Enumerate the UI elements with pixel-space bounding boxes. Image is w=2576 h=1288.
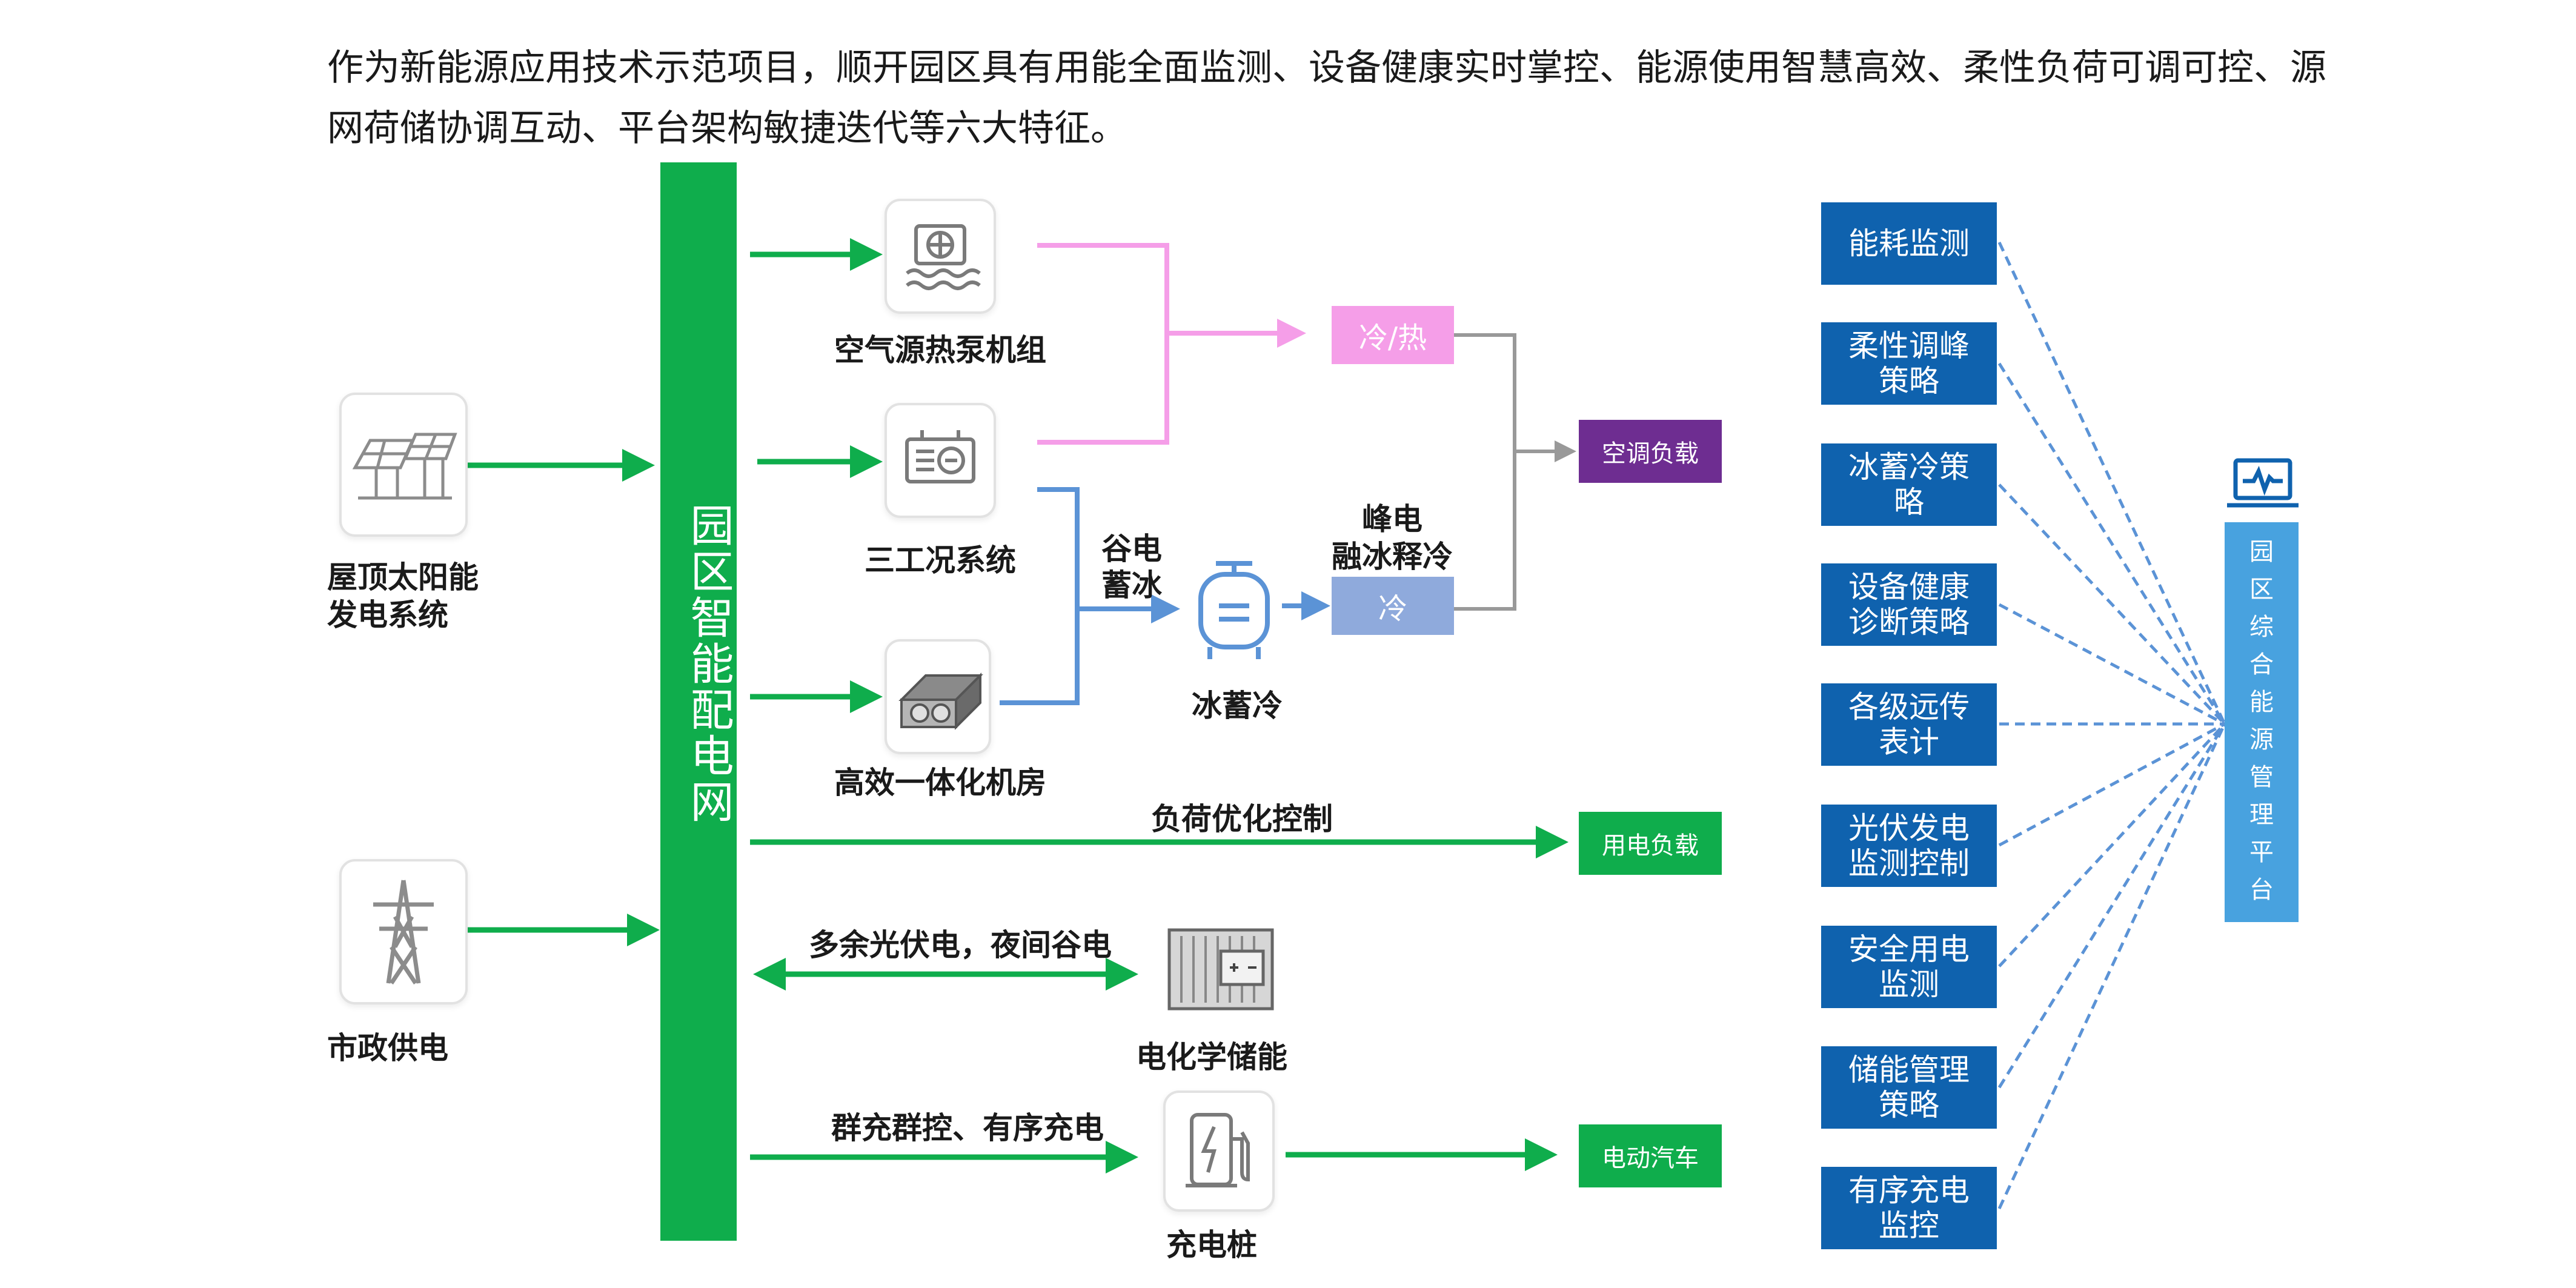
laptop-monitor-icon (2227, 458, 2299, 508)
strategy-electric-safety: 安全用电监测 (1821, 926, 1997, 1008)
intro-paragraph: 作为新能源应用技术示范项目，顺开园区具有用能全面监测、设备健康实时掌控、能源使用… (327, 47, 2326, 150)
peak-release-label: 峰电 融冰释冷 (1332, 502, 1453, 574)
municipal-icon-box (339, 859, 468, 1004)
platform-bar (2225, 522, 2299, 922)
strategy-pv-monitoring: 光伏发电监测控制 (1821, 805, 1997, 887)
power-load-box: 用电负载 (1579, 812, 1722, 875)
machine-room-icon (898, 672, 983, 730)
heat-pump-icon (906, 224, 981, 290)
ice-tank-icon (1198, 561, 1270, 659)
solar-panel-icon (352, 433, 457, 500)
load-opt-label: 负荷优化控制 (1151, 802, 1333, 837)
cold-tag: 冷 (1332, 577, 1454, 635)
cold-heat-to-ac-line (1454, 333, 1516, 611)
power-tower-icon (373, 880, 434, 984)
strategy-storage-management: 储能管理策略 (1821, 1046, 1997, 1129)
ice-storage-label: 冰蓄冷 (1192, 688, 1283, 723)
cold-heat-tag: 冷/热 (1332, 306, 1454, 364)
surplus-pv-label: 多余光伏电，夜间谷电 (809, 928, 1112, 963)
three-mode-label: 三工况系统 (865, 543, 1016, 578)
solar-label: 屋顶太阳能 发电系统 (327, 560, 479, 632)
ac-load-box: 空调负载 (1579, 420, 1722, 483)
valley-ice-flow-line (1000, 487, 1080, 705)
platform-icon-box (2225, 456, 2301, 513)
heat-pump-label: 空气源热泵机组 (834, 333, 1046, 368)
park-grid-bar (660, 162, 737, 1241)
battery-label: 电化学储能 (1136, 1040, 1287, 1075)
strategy-energy-monitoring: 能耗监测 (1821, 202, 1997, 285)
cold-heat-flow-line (1037, 243, 1169, 445)
group-charge-label: 群充群控、有序充电 (831, 1110, 1104, 1146)
strategy-flexible-peak: 柔性调峰策略 (1821, 322, 1997, 405)
ice-storage-icon-box (1183, 551, 1286, 666)
three-mode-icon-box (885, 403, 996, 518)
park-grid-label: 园区智能配电网 (683, 503, 734, 825)
strategy-ice-storage: 冰蓄冷策略 (1821, 443, 1997, 526)
valley-ice-label: 谷电 蓄冰 (1101, 531, 1162, 603)
solar-icon-box (339, 393, 468, 537)
machine-room-icon-box (885, 639, 991, 754)
platform-dashed-links (1997, 241, 2226, 1210)
strategy-equipment-health: 设备健康诊断策略 (1821, 563, 1997, 646)
chiller-icon (905, 430, 975, 483)
ev-load-box: 电动汽车 (1579, 1124, 1722, 1187)
battery-icon-box (1163, 918, 1278, 1015)
municipal-label: 市政供电 (327, 1031, 448, 1066)
strategy-remote-meter: 各级远传表计 (1821, 683, 1997, 766)
platform-label: 园 区 综 合 能 源 管 理 平 台 (2249, 538, 2274, 904)
heat-pump-icon-box (885, 199, 996, 314)
charger-icon-box (1163, 1090, 1275, 1212)
charger-label: 充电桩 (1166, 1227, 1257, 1263)
battery-storage-icon (1167, 928, 1274, 1011)
strategy-ordered-charging: 有序充电监控 (1821, 1167, 1997, 1249)
ev-charger-icon (1186, 1113, 1250, 1187)
machine-room-label: 高效一体化机房 (834, 765, 1046, 800)
